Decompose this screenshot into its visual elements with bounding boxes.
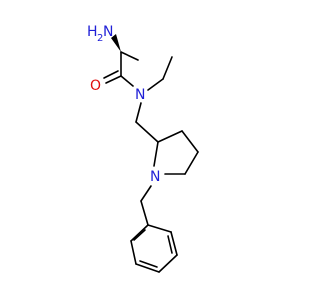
bond-ring-c4-c5	[184, 151, 199, 175]
bond-phenyl-inner-3	[167, 235, 173, 254]
bond-phenyl-2-3	[130, 240, 137, 265]
bond-ring-c3-c4	[181, 130, 199, 153]
bond-amide-n-methylene	[135, 102, 142, 123]
atom-amine-n-symbol: N	[103, 24, 113, 40]
bond-chiral-methyl	[120, 51, 139, 61]
bond-phenyl-6-1	[147, 224, 172, 233]
atom-ring-nitrogen: N	[150, 169, 160, 185]
atom-amine-h: H	[87, 24, 98, 40]
molecule-structure: H 2 N O N N	[87, 24, 199, 273]
bond-phenyl-inner-1	[133, 229, 146, 241]
atom-carbonyl-oxygen: O	[90, 78, 101, 94]
bond-methylene-ring-c2	[135, 121, 159, 143]
molecule-structure-canvas: H 2 N O N N	[87, 24, 199, 273]
atom-amine-n: H 2 N	[87, 24, 113, 44]
bond-phenyl-4-5	[158, 254, 178, 273]
bond-phenyl-inner-2	[139, 260, 158, 268]
bond-carbonyl-amide-n	[120, 75, 134, 87]
atom-amine-subscript: 2	[97, 33, 103, 44]
bond-ring-n-c2	[153, 141, 159, 167]
wedge-bond-chiral-amine	[111, 34, 121, 52]
bond-carbonyl-oxygen-1	[105, 75, 122, 84]
bond-carbonyl-oxygen-2	[103, 70, 119, 79]
bond-ring-n-benzyl	[140, 185, 152, 202]
bond-ethyl-methyl	[162, 56, 173, 80]
bond-phenyl-3-4	[135, 263, 160, 273]
atom-amide-nitrogen: N	[135, 87, 145, 103]
bond-phenyl-5-6	[170, 231, 178, 256]
bond-phenyl-1-2	[130, 224, 149, 242]
bond-amide-n-ethyl	[147, 78, 164, 91]
bond-ring-c2-c3	[157, 130, 183, 143]
bond-benzyl-phenyl	[140, 200, 149, 226]
